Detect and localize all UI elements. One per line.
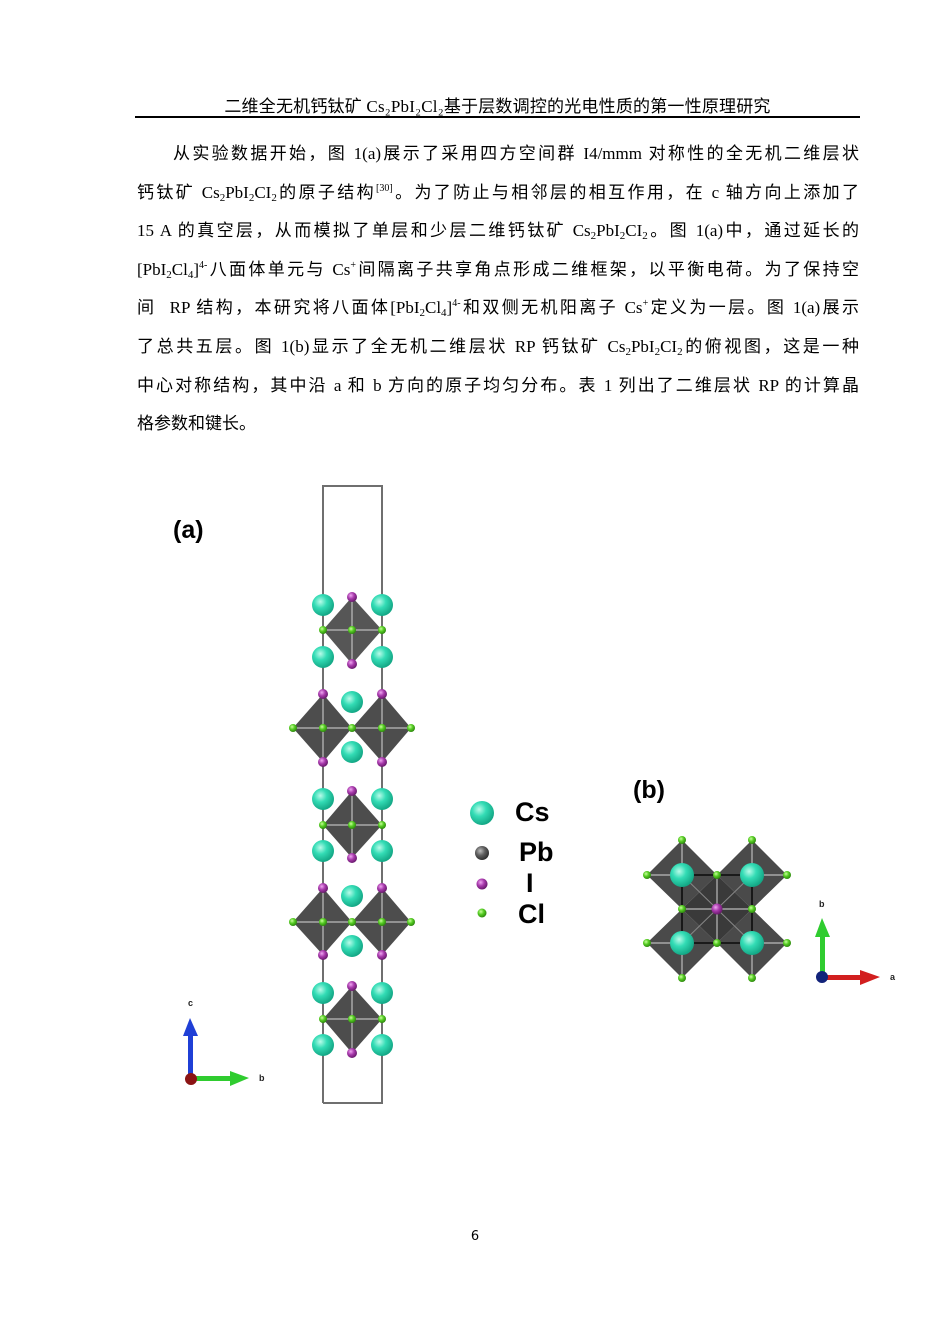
panel-a-label: (a) <box>173 516 204 544</box>
layer-1-single <box>312 592 393 669</box>
paragraph-line-7: 中心对称结构，其中沿 a 和 b 方向的原子均匀分布。表 1 列出了二维层状 R… <box>137 375 859 395</box>
paragraph-line-6: 了总共五层。图 1(b)显示了全无机二维层状 RP 钙钛矿 Cs2PbI2CI2… <box>137 336 859 358</box>
header-rule <box>135 116 860 118</box>
axis-triad-a <box>183 1018 249 1086</box>
paragraph-line-1: 从实验数据开始，图 1(a)展示了采用四方空间群 I4/mmm 对称性的全无机二… <box>173 144 859 163</box>
i-atom-icon <box>476 878 488 890</box>
body-paragraph: 从实验数据开始，图 1(a)展示了采用四方空间群 I4/mmm 对称性的全无机二… <box>137 135 859 444</box>
layer-3-single <box>312 786 393 863</box>
top-view-b <box>643 836 791 982</box>
paragraph-line-3: 15 A 的真空层，从而模拟了单层和少层二维钙钛矿 Cs2PbI2CI2。图 1… <box>137 221 859 243</box>
citation: [30] <box>376 182 393 194</box>
paragraph-line-5: 间 RP 结构，本研究将八面体[PbI2Cl4]4-和双侧无机阳离子 Cs+定义… <box>137 298 859 320</box>
cs-atom-icon <box>470 801 494 825</box>
axis-a-vertical-label: c <box>188 998 194 1008</box>
axis-b-horizontal-label: a <box>890 972 896 982</box>
legend-cs-label: Cs <box>515 797 550 827</box>
paragraph-line-2: 钙钛矿 Cs2PbI2CI2的原子结构[30]。为了防止与相邻层的相互作用，在 … <box>137 182 859 204</box>
axis-b-vertical-label: b <box>819 899 825 909</box>
paragraph-line-8: 格参数和键长。 <box>137 414 256 434</box>
cl-atom-icon <box>477 908 487 918</box>
axis-a-horizontal-label: b <box>259 1073 265 1083</box>
pb-atom-icon <box>475 846 489 860</box>
paragraph-line-4: [PbI2Cl4]4-八面体单元与 Cs+间隔离子共享角点形成二维框架，以平衡电… <box>137 259 859 281</box>
axis-triad-b <box>815 918 880 985</box>
running-header: 二维全无机钙钛矿 Cs₂PbI₂Cl₂基于层数调控的光电性质的第一性原理研究 <box>224 97 771 116</box>
layer-2-double <box>289 689 415 767</box>
layer-5-single <box>312 981 393 1058</box>
legend-icons <box>470 801 494 918</box>
legend-cl-label: Cl <box>518 899 545 929</box>
layer-4-double <box>289 883 415 960</box>
legend-pb-label: Pb <box>519 837 554 867</box>
page-number: 6 <box>470 1229 480 1244</box>
legend-i-label: I <box>526 868 534 898</box>
panel-b-label: (b) <box>633 776 665 804</box>
